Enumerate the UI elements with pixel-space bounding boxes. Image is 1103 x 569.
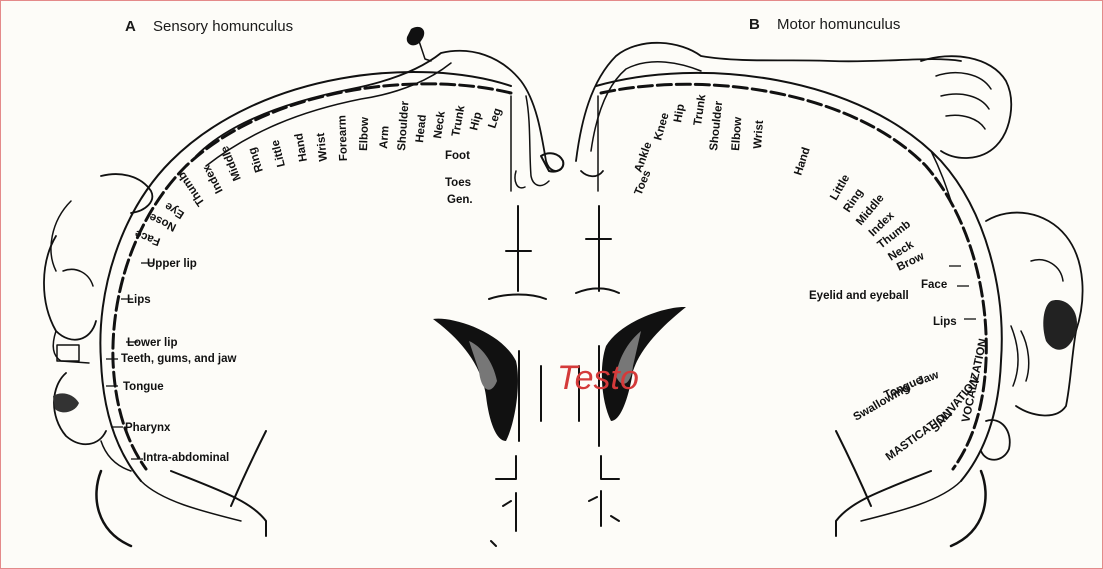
motor-label-shoulder: Shoulder [708,100,725,151]
motor-label-hip: Hip [672,103,687,123]
sensory-label-hip: Hip [468,111,484,132]
sensory-label-forearm: Forearm [336,115,350,161]
motor-label-lips: Lips [933,316,957,328]
motor-label-mastication: MASTICATION [884,407,955,463]
sensory-label-head: Head [414,114,429,143]
sensory-label-lips: Lips [127,294,151,306]
sensory-label-intra-abdominal: Intra-abdominal [143,452,229,464]
sensory-label-pharynx: Pharynx [125,422,171,434]
sensory-label-little: Little [270,139,288,169]
sensory-label-face: Face [133,227,162,247]
sensory-label-wrist: Wrist [315,132,330,162]
motor-label-ticks [949,266,976,319]
sensory-label-gen: Gen. [447,194,473,206]
sensory-panel-letter: A [125,18,136,35]
motor-label-elbow: Elbow [730,117,744,152]
sensory-label-thumb: Thumb [176,170,207,208]
sensory-label-ring: Ring [247,146,266,174]
sensory-label-foot: Foot [445,150,470,162]
sensory-label-upper-lip: Upper lip [147,258,197,270]
sensory-label-index: Index [201,163,226,196]
motor-label-eyelid-eyeball: Eyelid and eyeball [809,290,909,302]
sensory-label-tongue: Tongue [123,381,164,393]
motor-label-swallowing: Swallowing [852,382,912,424]
sensory-label-arm: Arm [378,125,392,149]
motor-panel-letter: B [749,16,760,33]
motor-label-hand: Hand [792,146,812,177]
sensory-label-middle: Middle [219,144,244,182]
motor-label-ankle: Ankle [633,140,655,174]
motor-label-trunk: Trunk [692,93,708,126]
sensory-label-trunk: Trunk [450,104,467,138]
sensory-label-shoulder: Shoulder [396,100,411,151]
sensory-label-lower-lip: Lower lip [127,337,177,349]
motor-label-wrist: Wrist [752,120,766,149]
watermark-text: Testo [557,359,639,397]
sensory-label-teeth-gums-jaw: Teeth, gums, and jaw [121,353,236,365]
motor-label-face: Face [921,279,947,291]
sensory-label-neck: Neck [432,110,448,139]
sensory-panel-title: Sensory homunculus [153,18,293,35]
sensory-label-toes: Toes [445,177,471,189]
sensory-label-elbow: Elbow [358,117,371,151]
motor-label-knee: Knee [652,111,671,141]
sensory-label-hand: Hand [293,132,310,162]
sensory-label-leg: Leg [486,107,504,130]
motor-panel-title: Motor homunculus [777,16,900,33]
